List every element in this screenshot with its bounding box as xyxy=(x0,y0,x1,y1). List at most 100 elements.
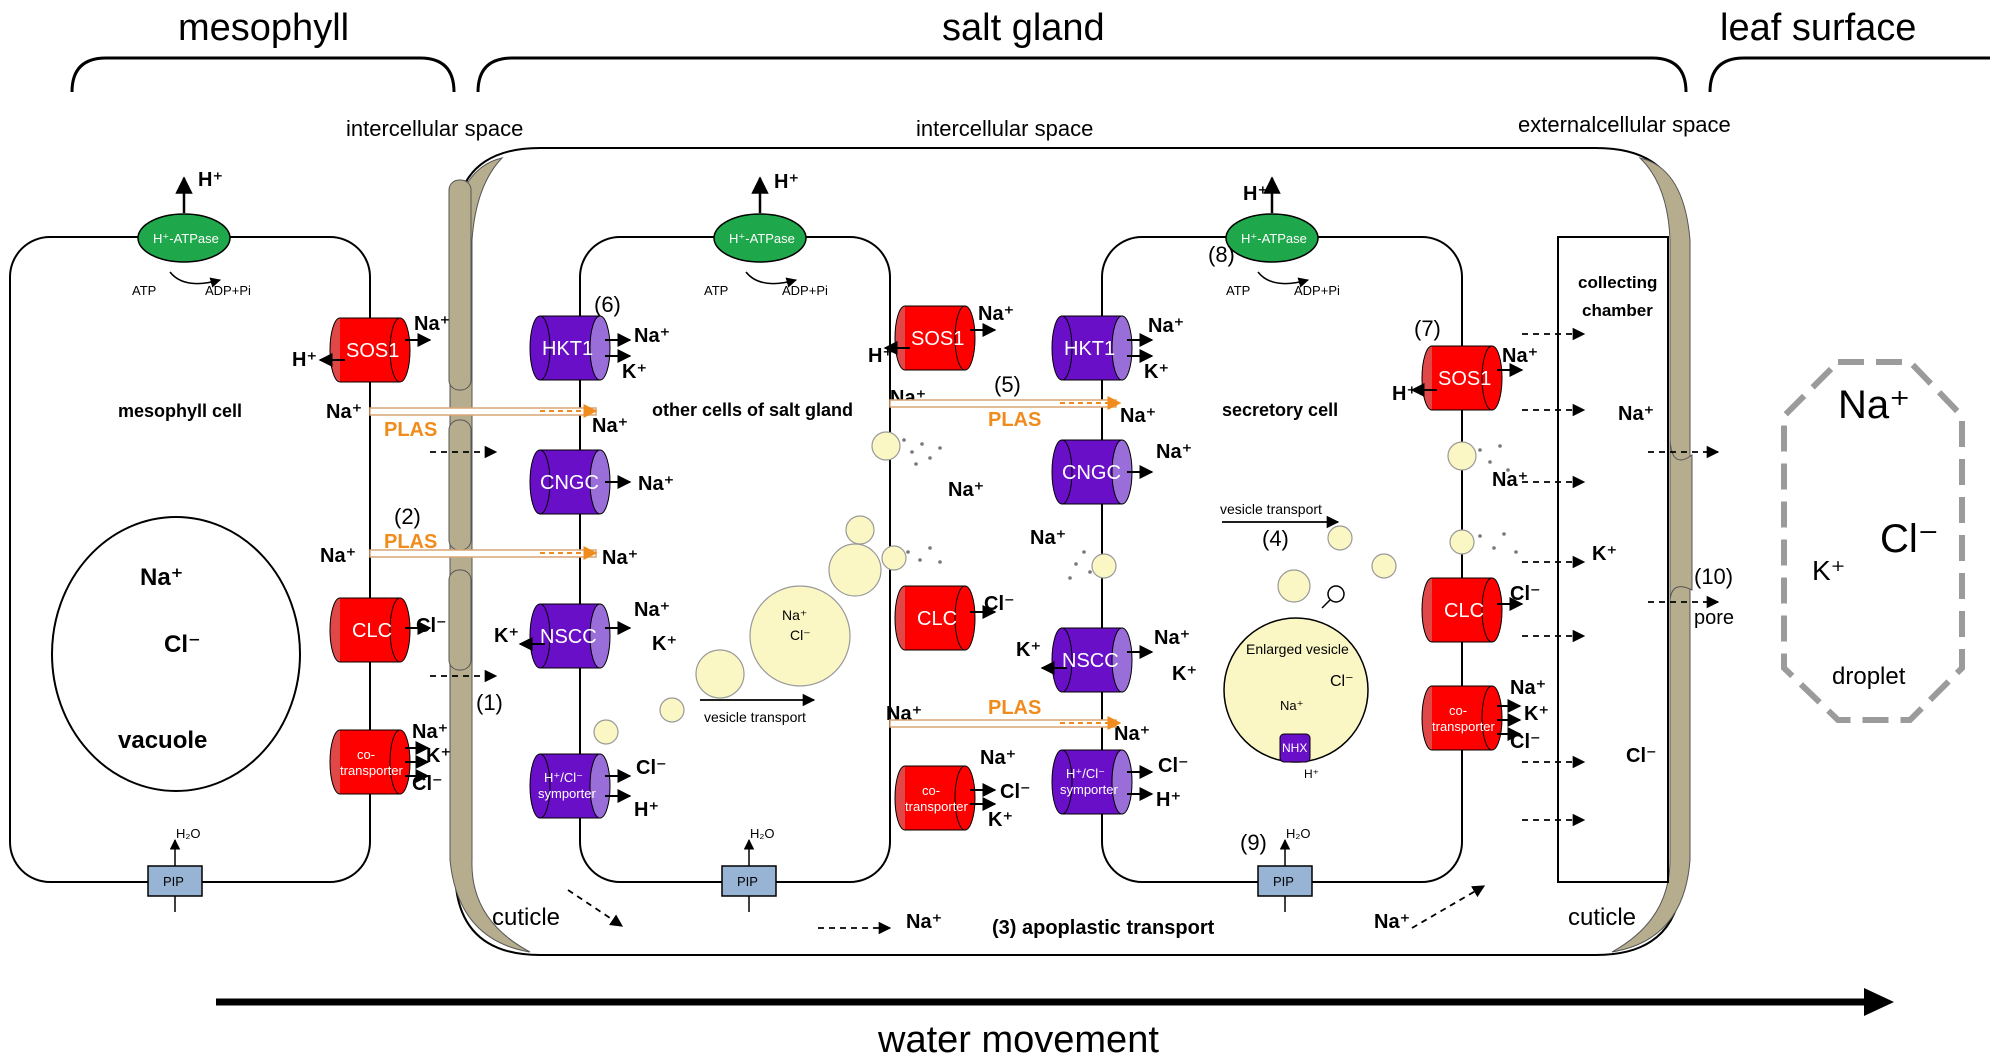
cngc-label: CNGC xyxy=(540,472,599,494)
atpase-adp: ADP+Pi xyxy=(782,283,828,298)
ion-arrows xyxy=(318,323,1524,811)
enlarged-vesicle: Enlarged vesicle Cl⁻ Na⁺ NHX H⁺ xyxy=(1223,585,1369,781)
collecting-chamber xyxy=(1557,236,1669,883)
other-cells-label: other cells of salt gland xyxy=(652,400,853,420)
atpase-atp: ATP xyxy=(1226,283,1250,298)
nhx-h: H⁺ xyxy=(1304,767,1319,781)
region-salt-gland: salt gland xyxy=(942,7,1105,49)
nscc-label: NSCC xyxy=(1062,650,1119,672)
h-cl-symporter-label: H⁺/Cl⁻ xyxy=(1066,766,1105,781)
co-transporter-label: co- xyxy=(357,747,375,762)
ion-k: K⁺ xyxy=(622,361,647,383)
vesicles xyxy=(593,515,1397,745)
ion-na: Na⁺ xyxy=(1148,315,1184,337)
ion-na: Na⁺ xyxy=(1502,345,1538,367)
clc-label: CLC xyxy=(1444,600,1484,622)
ion-labels: Na⁺ H⁺ Cl⁻ Na⁺ K⁺ Cl⁻ Na⁺ K⁺ Na⁺ Na⁺ K⁺ … xyxy=(292,303,1657,933)
bracket-leaf-surface xyxy=(1708,56,1990,93)
ion-cl: Cl⁻ xyxy=(1000,781,1031,803)
pip-water: H₂O xyxy=(176,826,201,841)
clc-label: CLC xyxy=(352,620,392,642)
ion-na: Na⁺ xyxy=(320,545,356,567)
atpase-adp: ADP+Pi xyxy=(205,283,251,298)
exocytosis-buds xyxy=(871,431,1477,579)
vacuole-cl: Cl⁻ xyxy=(164,631,201,658)
droplet-outline xyxy=(1781,359,1965,723)
atpase-proton: H⁺ xyxy=(774,171,799,193)
nscc-secretory-cell: NSCC xyxy=(1051,627,1133,693)
atpase-label: H⁺-ATPase xyxy=(153,231,219,246)
secretory-cell-label: secretory cell xyxy=(1222,400,1338,420)
vacuole-na: Na⁺ xyxy=(140,564,183,591)
ion-cl: Cl⁻ xyxy=(1626,745,1657,767)
atpase-proton: H⁺ xyxy=(198,169,223,191)
cngc-label: CNGC xyxy=(1062,462,1121,484)
apoplastic-arrows xyxy=(430,327,1720,935)
ion-k: K⁺ xyxy=(1524,703,1549,725)
atpase-other-cells: H⁺-ATPase H⁺ ATP ADP+Pi xyxy=(704,171,828,298)
sos1-label: SOS1 xyxy=(911,328,964,350)
pip-secretory-cell: PIP H₂O xyxy=(1257,826,1313,912)
ion-cl: Cl⁻ xyxy=(1510,583,1541,605)
pip-water: H₂O xyxy=(1286,826,1311,841)
step-6: (6) xyxy=(594,292,621,317)
step-7: (7) xyxy=(1414,316,1441,341)
step-numbers: (1) (2) (3) apoplastic transport (4) (5)… xyxy=(394,242,1733,939)
step-3-apoplastic-transport: (3) apoplastic transport xyxy=(992,917,1215,939)
droplet-label: droplet xyxy=(1832,663,1906,690)
pip-other-cells: PIP H₂O xyxy=(721,826,777,912)
ion-k: K⁺ xyxy=(494,625,519,647)
droplet-na: Na⁺ xyxy=(1838,383,1910,427)
co-transporter-label: transporter xyxy=(1432,719,1496,734)
plas-label: PLAS xyxy=(384,531,437,553)
vesicle-cl: Cl⁻ xyxy=(790,627,811,643)
intercellular-space-label-2: intercellular space xyxy=(916,116,1093,141)
step-1: (1) xyxy=(476,690,503,715)
bracket-mesophyll xyxy=(70,56,456,93)
vacuole xyxy=(51,516,301,792)
h-cl-symporter-other-cells: H⁺/Cl⁻ symporter xyxy=(529,753,611,819)
atpase-adp: ADP+Pi xyxy=(1294,283,1340,298)
ion-cl: Cl⁻ xyxy=(1158,755,1189,777)
ion-cl: Cl⁻ xyxy=(412,773,443,795)
ion-na: Na⁺ xyxy=(906,911,942,933)
co-transporter-other-cells: co- transporter xyxy=(894,765,976,831)
ion-na: Na⁺ xyxy=(414,313,450,335)
water-movement-arrowhead xyxy=(1864,988,1894,1016)
step-9: (9) xyxy=(1240,830,1267,855)
pip-label: PIP xyxy=(737,874,758,889)
vesicle-na: Na⁺ xyxy=(782,607,807,623)
co-transporter-label: co- xyxy=(1449,703,1467,718)
cngc-other-cells: CNGC xyxy=(529,449,611,515)
atpase-proton: H⁺ xyxy=(1243,183,1268,205)
sos1-secretory-cell: SOS1 xyxy=(1421,345,1503,411)
vesicle-transport-label-2: vesicle transport xyxy=(1220,501,1322,517)
secreted-particles xyxy=(902,438,1518,580)
ion-k: K⁺ xyxy=(988,809,1013,831)
hkt1-other-cells: HKT1 xyxy=(529,315,611,381)
ion-na: Na⁺ xyxy=(634,325,670,347)
intercellular-wall xyxy=(448,179,472,671)
droplet-cl: Cl⁻ xyxy=(1880,517,1939,561)
ion-k: K⁺ xyxy=(1172,663,1197,685)
atpase-label: H⁺-ATPase xyxy=(1241,231,1307,246)
ion-na: Na⁺ xyxy=(1156,441,1192,463)
hkt1-label: HKT1 xyxy=(1064,338,1115,360)
plas-connections: PLAS PLAS PLAS PLAS xyxy=(369,396,1122,730)
ion-cl: Cl⁻ xyxy=(636,757,667,779)
ion-na: Na⁺ xyxy=(634,599,670,621)
ion-h: H⁺ xyxy=(1392,383,1417,405)
co-transporter-label: co- xyxy=(922,783,940,798)
bracket-salt-gland xyxy=(476,56,1688,93)
co-transporter-mesophyll: co- transporter xyxy=(329,729,411,795)
ion-cl: Cl⁻ xyxy=(416,615,447,637)
cngc-secretory-cell: CNGC xyxy=(1051,439,1133,505)
h-cl-symporter-secretory-cell: H⁺/Cl⁻ symporter xyxy=(1051,749,1133,815)
cuticle-label-left: cuticle xyxy=(492,904,560,931)
ion-na: Na⁺ xyxy=(1618,403,1654,425)
atpase-atp: ATP xyxy=(132,283,156,298)
ion-na: Na⁺ xyxy=(978,303,1014,325)
co-transporter-label: transporter xyxy=(340,763,404,778)
pip-mesophyll: PIP H₂O xyxy=(147,826,203,912)
